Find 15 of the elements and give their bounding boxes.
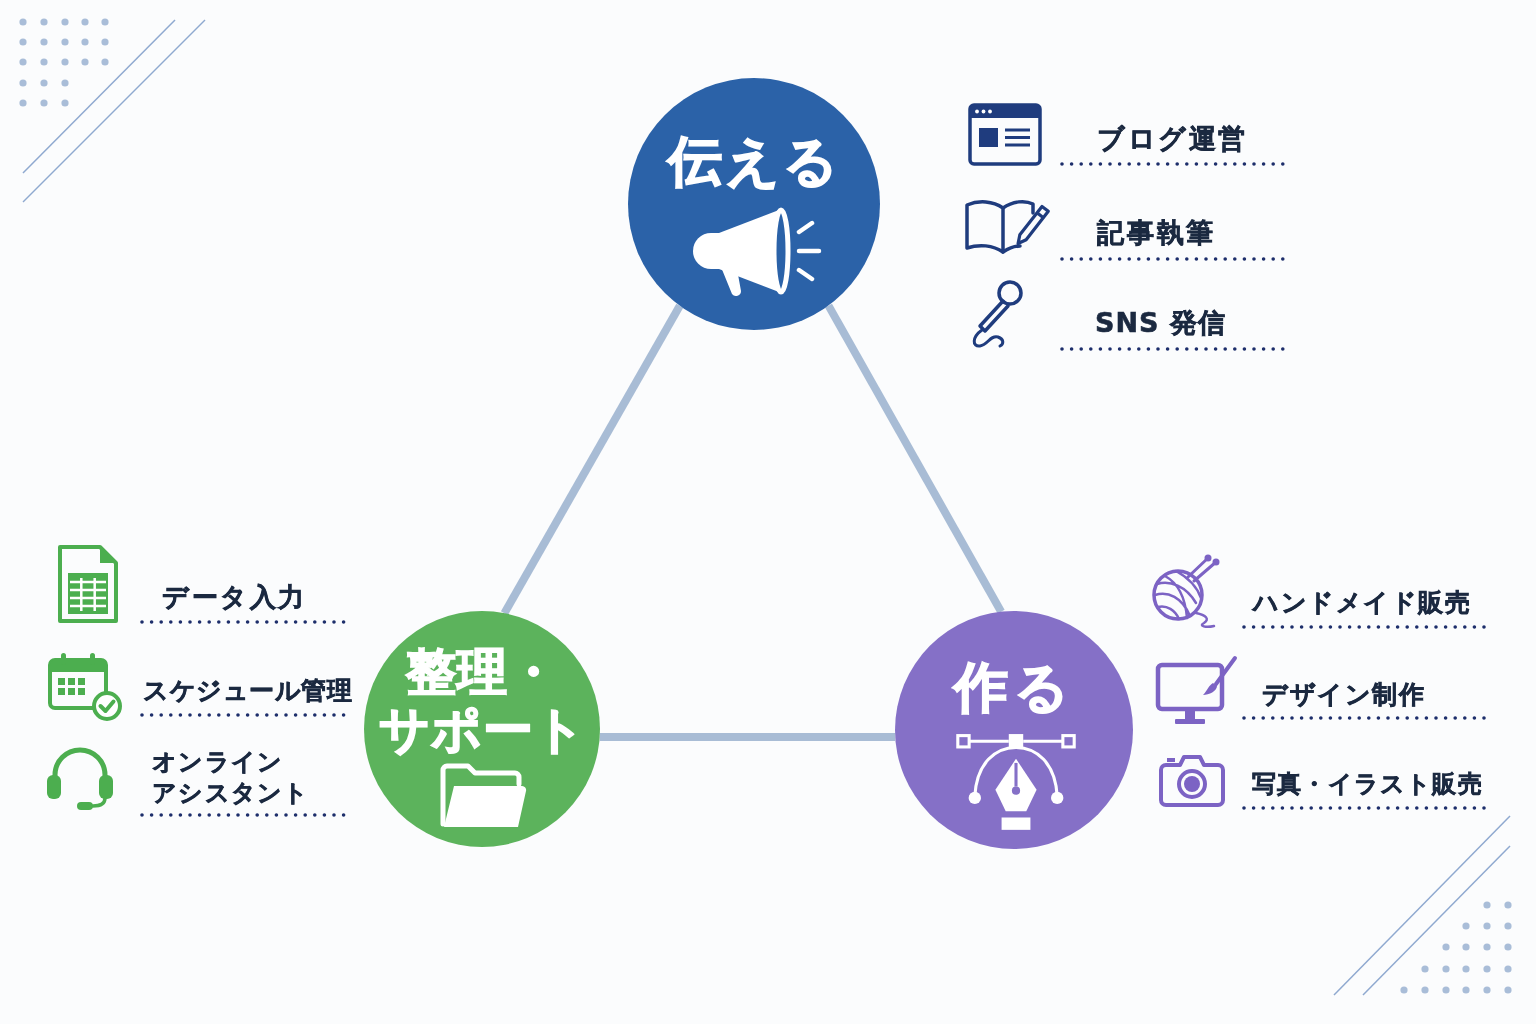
item-label: ブログ運営 <box>1097 122 1248 154</box>
item-label: SNS 発信 <box>1095 306 1226 338</box>
connector-line <box>599 733 896 741</box>
item-label: 写真・イラスト販売 <box>1252 768 1483 800</box>
connector-line <box>825 303 1005 614</box>
item-label: スケジュール管理 <box>143 674 352 706</box>
item-label: データ入力 <box>162 581 307 613</box>
item-label: ハンドメイド販売 <box>1253 586 1471 618</box>
item-label: 記事執筆 <box>1097 216 1217 248</box>
item-label: オンラインアシスタント <box>152 747 310 809</box>
circle-title: 作る <box>953 658 1075 718</box>
circle-title: 伝える <box>667 132 841 192</box>
item-label: デザイン制作 <box>1262 678 1425 710</box>
connector-line <box>500 303 684 616</box>
circle-title: 整理・サポート <box>378 643 586 759</box>
